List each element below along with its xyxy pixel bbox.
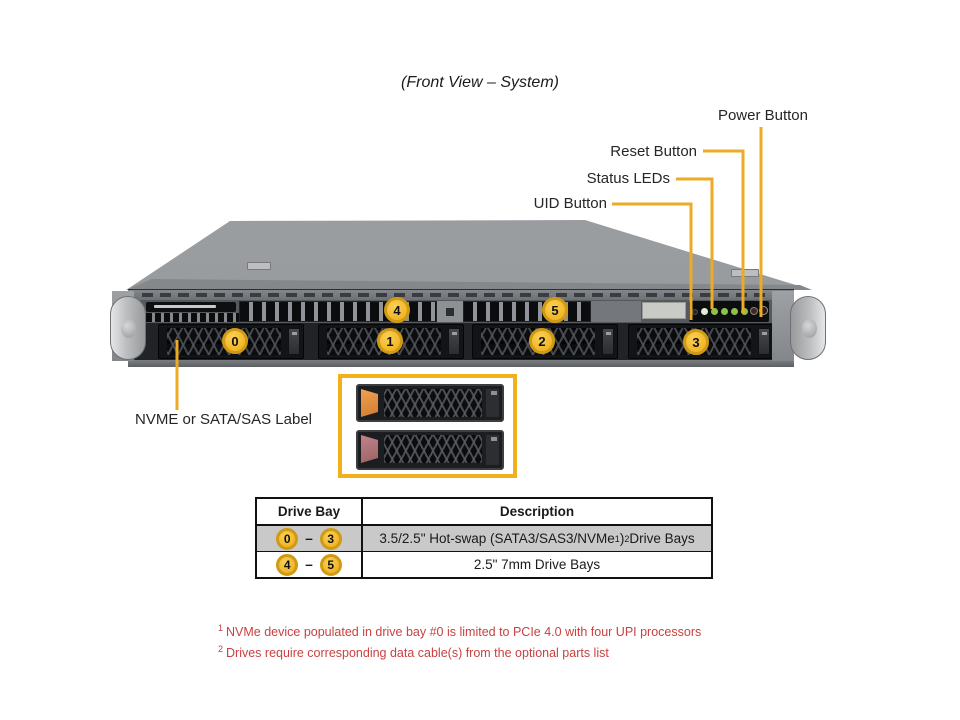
- power-button: [759, 306, 768, 315]
- tray-latch: [602, 328, 614, 355]
- chassis-front-panel: [128, 289, 794, 367]
- lid-latch-left: [247, 262, 271, 270]
- status-led-nic2: [711, 308, 718, 315]
- service-sticker: [642, 302, 686, 319]
- desc-text: 2.5" 7mm Drive Bays: [473, 557, 601, 572]
- tray-latch: [288, 328, 300, 355]
- bezel-latch: [146, 302, 236, 312]
- rack-handle-left: [110, 296, 146, 360]
- callout-label-power-button: Power Button: [717, 107, 808, 124]
- callout-label-reset-button: Reset Button: [610, 143, 697, 160]
- vent-slats-small: [146, 313, 252, 322]
- rack-handle-right: [790, 296, 826, 360]
- desc-text: 3.5/2.5" Hot-swap (SATA3/SAS3/NVMe: [379, 531, 615, 546]
- callout-label-drive-label: NVME or SATA/SAS Label: [135, 411, 313, 428]
- bay-badge-3: 3: [683, 329, 709, 355]
- status-led-nic1: [721, 308, 728, 315]
- callout-label-status-leds: Status LEDs: [586, 170, 670, 187]
- bay-badge-1: 1: [377, 328, 403, 354]
- bay-range-cell: 4 – 5: [257, 552, 363, 577]
- nvme-label-chip: [361, 389, 378, 417]
- reset-button: [750, 307, 758, 315]
- table-header-row: Drive Bay Description: [257, 499, 711, 526]
- table-badge-0: 0: [276, 527, 299, 550]
- slim-bay-5-slot: [463, 301, 591, 322]
- lid-latch-right: [731, 269, 759, 277]
- tray-latch: [758, 328, 770, 355]
- desc-sup2: 2: [624, 533, 630, 544]
- inset-tray-latch: [486, 389, 499, 417]
- slim-bay-divider-notch: [446, 308, 454, 316]
- desc-mid: ): [619, 531, 625, 546]
- rack-handle-hole: [802, 319, 817, 338]
- status-led-power: [741, 308, 748, 315]
- inset-tray-nvme: [356, 384, 504, 422]
- footnote-2-sup: 2: [218, 644, 224, 655]
- inset-tray-sata-sas: [356, 430, 504, 470]
- vent-row: [132, 300, 790, 323]
- table-row-hotswap: 0 – 3 3.5/2.5" Hot-swap (SATA3/SAS3/NVMe…: [257, 526, 711, 552]
- chassis-base-strip: [128, 360, 794, 367]
- table-badge-5: 5: [319, 553, 342, 576]
- drive-label-inset: [338, 374, 517, 478]
- slim-bay-divider: [437, 301, 463, 322]
- bay-badge-4: 4: [384, 297, 410, 323]
- status-led-info: [701, 308, 708, 315]
- table-badge-3: 3: [319, 527, 342, 550]
- description-cell: 2.5" 7mm Drive Bays: [363, 552, 711, 577]
- uid-button: [692, 309, 698, 315]
- bay-badge-5: 5: [542, 297, 568, 323]
- desc-post: Drive Bays: [629, 531, 695, 546]
- bay-badge-0: 0: [222, 328, 248, 354]
- bay-badge-2: 2: [529, 328, 555, 354]
- front-blank-plate: [591, 301, 641, 322]
- control-panel: [689, 301, 769, 322]
- status-led-hdd: [731, 308, 738, 315]
- table-badge-4: 4: [276, 553, 299, 576]
- drive-bay-table: Drive Bay Description 0 – 3 3.5/2.5" Hot…: [255, 497, 713, 579]
- callout-label-uid-button: UID Button: [533, 195, 607, 212]
- header-drive-bay: Drive Bay: [257, 499, 363, 524]
- sata-sas-label-chip: [361, 435, 378, 463]
- inset-tray-grille: [384, 389, 482, 417]
- range-dash: –: [305, 531, 313, 546]
- desc-sup1: 1: [614, 533, 620, 544]
- footnote-2-text: Drives require corresponding data cable(…: [226, 646, 609, 661]
- figure-title: (Front View – System): [401, 74, 559, 91]
- tray-latch: [448, 328, 460, 355]
- rack-ear-right-plate: [772, 291, 794, 361]
- inset-tray-grille: [384, 435, 482, 463]
- rack-handle-hole: [121, 319, 136, 338]
- inset-tray-latch: [486, 435, 499, 465]
- bezel-latch-bar: [154, 305, 216, 308]
- front-top-frame: [128, 290, 794, 300]
- range-dash: –: [305, 557, 313, 572]
- table-row-7mm: 4 – 5 2.5" 7mm Drive Bays: [257, 552, 711, 577]
- bay-range-cell: 0 – 3: [257, 526, 363, 551]
- footnote-1-sup: 1: [218, 623, 224, 633]
- footnote-1-text: NVMe device populated in drive bay #0 is…: [226, 625, 702, 640]
- header-description: Description: [499, 504, 575, 519]
- front-frame-dashes: [142, 293, 778, 297]
